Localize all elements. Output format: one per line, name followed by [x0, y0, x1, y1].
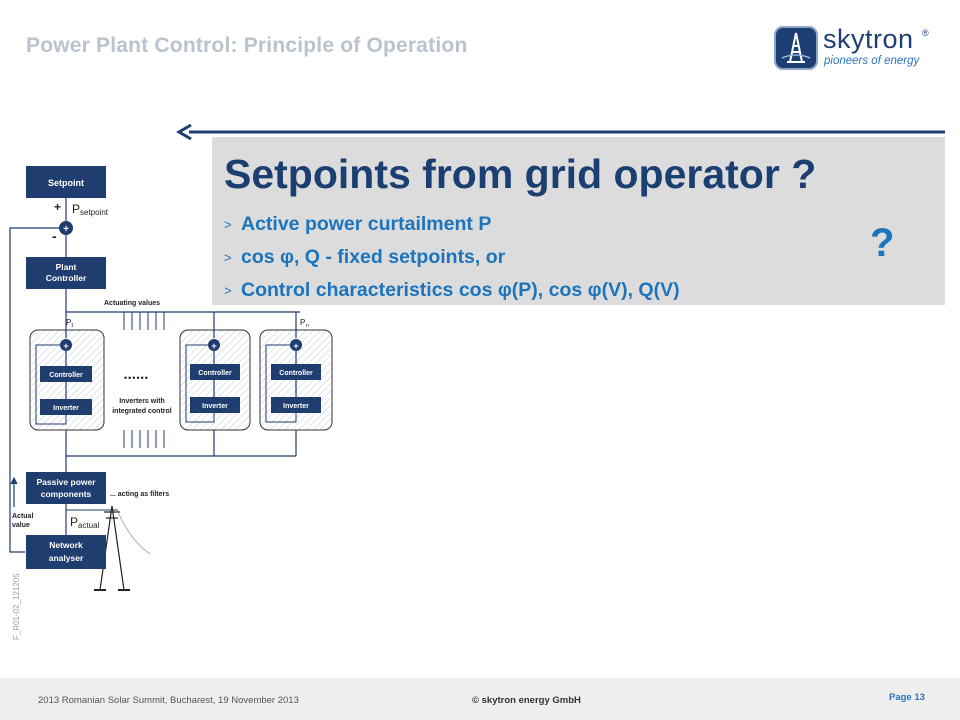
bullet-item: > cos φ, Q - fixed setpoints, or — [224, 241, 680, 274]
passive-components-box — [26, 472, 106, 504]
bullet-text: Active power curtailment P — [241, 213, 492, 235]
actual-value-label-2: value — [12, 522, 30, 529]
summing-node — [59, 221, 73, 235]
inverter-unit-1: + Controller Inverter — [29, 312, 105, 431]
document-id: F_R01-02_121205 — [12, 573, 21, 640]
svg-text:+: + — [293, 341, 298, 351]
plant-controller-label-2: Controller — [46, 273, 87, 283]
bullet-item: > Active power curtailment P — [224, 208, 680, 241]
network-label-2: analyser — [49, 553, 84, 563]
controller-label: Controller — [49, 372, 83, 379]
inverter-label: Inverter — [283, 403, 309, 410]
passive-label-2: components — [41, 489, 92, 499]
question-mark: ? — [870, 221, 895, 265]
bullet-text: cos φ, Q - fixed setpoints, or — [241, 246, 506, 268]
bullet-text: Control characteristics cos φ(P), cos φ(… — [241, 279, 680, 301]
inverter-unit-3: + Controller Inverter — [259, 312, 333, 431]
bullet-list: > Active power curtailment P > cos φ, Q - … — [224, 208, 680, 307]
p1-symbol: P — [66, 318, 71, 327]
setpoint-box — [26, 166, 106, 198]
setpoint-label: Setpoint — [48, 178, 84, 188]
skytron-logo-icon — [774, 26, 818, 70]
network-analyser-box — [26, 535, 106, 569]
bullet-arrow-icon: > — [224, 217, 232, 232]
inverter-label: Inverter — [53, 405, 79, 412]
logo-registered-mark: ® — [922, 28, 929, 38]
bullet-item: > Control characteristics cos φ(P), cos φ… — [224, 274, 680, 307]
bullet-arrow-icon: > — [224, 250, 232, 265]
pn-subscript: n — [306, 323, 309, 329]
control-loop-diagram: Setpoint P setpoint + - + Plant Controll… — [9, 166, 333, 591]
inverter-unit-2: + Controller Inverter — [179, 312, 251, 431]
plant-controller-box — [26, 257, 106, 289]
bullet-arrow-icon: > — [224, 283, 232, 298]
slide-footer: 2013 Romanian Solar Summit, Bucharest, 1… — [0, 678, 960, 720]
network-label-1: Network — [49, 540, 83, 550]
slide-title: Power Plant Control: Principle of Operat… — [26, 34, 468, 57]
footer-page-number: Page 13 — [889, 692, 925, 703]
power-pylon-icon — [94, 505, 151, 591]
svg-text:+: + — [63, 224, 69, 235]
logo-wordmark: skytron — [823, 24, 914, 54]
p-setpoint-symbol: P — [72, 202, 80, 216]
p-setpoint-subscript: setpoint — [80, 208, 109, 217]
plant-controller-label-1: Plant — [56, 262, 77, 272]
footer-copyright: © skytron energy GmbH — [472, 695, 581, 706]
inverter-label: Inverter — [202, 403, 228, 410]
tower-icon — [781, 32, 811, 63]
svg-text:+: + — [63, 341, 68, 351]
p1-subscript: 1 — [71, 323, 74, 329]
logo-tagline: pioneers of energy — [824, 55, 920, 67]
p-actual-subscript: actual — [78, 521, 100, 530]
actuating-values-label: Actuating values — [104, 300, 160, 307]
svg-text:+: + — [211, 341, 216, 351]
actual-value-label-1: Actual — [12, 513, 33, 520]
setpoints-callout: Setpoints from grid operator ? > Active p… — [212, 137, 945, 305]
more-inverters-dots: •••••• — [124, 373, 149, 383]
sum-minus: - — [52, 228, 57, 244]
footer-event: 2013 Romanian Solar Summit, Bucharest, 1… — [38, 695, 299, 706]
callout-title: Setpoints from grid operator ? — [224, 151, 817, 197]
sum-plus: + — [54, 200, 61, 214]
p-actual-symbol: P — [70, 515, 78, 529]
inverters-note-2: integrated control — [112, 408, 172, 415]
controller-label: Controller — [279, 370, 313, 377]
passive-label-1: Passive power — [36, 477, 96, 487]
pn-symbol: P — [300, 318, 305, 327]
controller-label: Controller — [198, 370, 232, 377]
left-arrow-icon — [176, 123, 945, 141]
inverters-note-1: Inverters with — [119, 398, 165, 405]
filters-note: ... acting as filters — [110, 491, 169, 498]
